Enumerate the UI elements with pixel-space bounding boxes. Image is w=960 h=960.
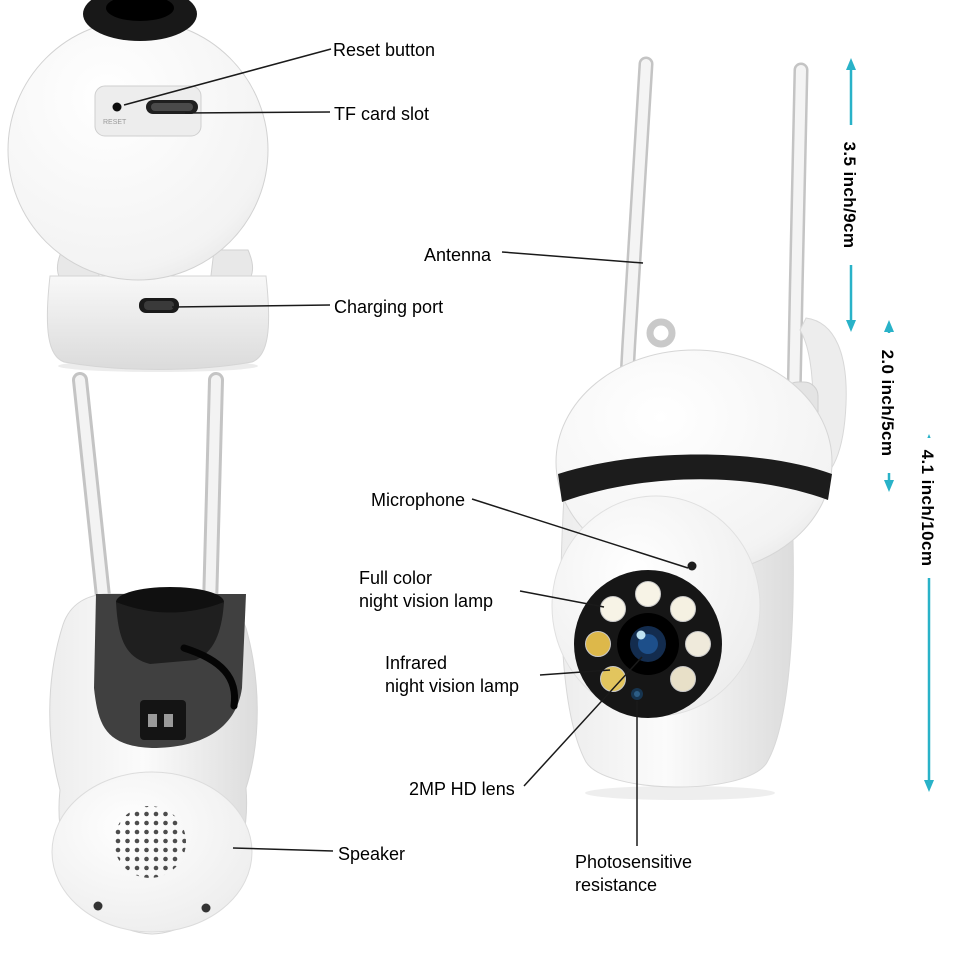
arrowhead [846,58,856,70]
full-color-night-vision-lamp-label: Full color night vision lamp [359,568,494,611]
lens-glint [636,630,646,640]
arrowhead [846,320,856,332]
antenna-right-fill [205,375,221,611]
night-vision-led [670,666,696,692]
leader-microphone [471,498,689,569]
dimension-body-height: 4.1 inch/10cm [917,438,937,578]
terminal-contact [164,714,173,727]
arrowhead [884,320,894,332]
photosensitive-resistor-core [634,691,640,697]
antenna-label: Antenna [424,245,492,265]
leader-full-color-lamp [519,590,605,608]
screw [201,903,211,913]
night-vision-led [600,596,626,622]
night-vision-led [685,631,711,657]
camera-head-back [7,19,269,281]
main-view-shadow [585,786,775,800]
tf-card-slot-inner [151,103,193,111]
hanging-loop [646,318,676,348]
dimension-head-height: 2.0 inch/5cm [877,333,897,473]
antenna-left-fill [75,375,109,611]
microphone-hole [687,561,697,571]
leader-infrared-lamp [539,669,611,676]
arrowhead [924,780,934,792]
leader-lines [123,48,689,852]
charging-port-label: Charging port [334,297,444,317]
leader-tf-card-slot [184,111,331,114]
night-vision-led [635,581,661,607]
speaker-label: Speaker [338,844,406,864]
night-vision-led [670,596,696,622]
infrared-night-vision-lamp-label: Infrared night vision lamp [385,653,520,696]
tf-card-slot-label: TF card slot [334,104,430,124]
leader-antenna [501,251,644,264]
terminal-contact [148,714,157,727]
leader-speaker [232,847,334,852]
leader-charging-port [171,304,331,308]
reset-hole [112,102,122,112]
hd-lens-label: 2MP HD lens [409,779,515,799]
screw [93,901,103,911]
back-view-illustration: RESET [7,0,270,372]
leader-reset-button [123,48,332,106]
bottom-view-illustration [49,372,258,935]
photosensitive-resistance-label: Photosensitive resistance [575,852,693,895]
main-view-illustration [551,56,847,800]
motor-top [116,587,224,617]
camera-base [46,275,270,370]
motor-body [116,602,224,664]
arrowhead [884,480,894,492]
terminal-block [140,700,186,740]
antenna-left-fill [621,59,651,401]
head-top-cap-inner [106,0,174,21]
microphone-label: Microphone [371,490,466,510]
reset-engraving: RESET [103,119,127,126]
visor-band [558,454,832,502]
internal-wire [180,644,239,710]
infrared-led [585,631,611,657]
leader-hd-lens [523,656,643,787]
dimension-antenna-length: 3.5 inch/9cm [839,125,859,265]
charging-port-inner [144,301,174,310]
antenna-right-fill [789,65,806,405]
reset-button-label: Reset button [333,40,436,60]
speaker-grille [114,806,186,878]
infrared-led [600,666,626,692]
